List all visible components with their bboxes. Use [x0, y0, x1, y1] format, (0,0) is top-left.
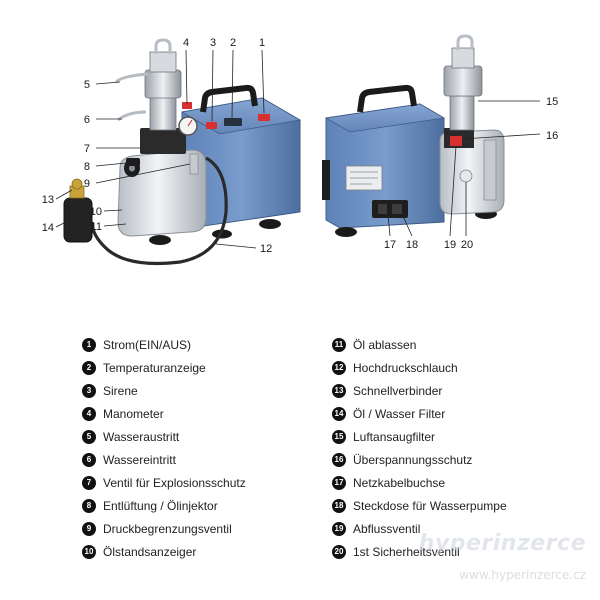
legend-number-badge: 6 [82, 453, 96, 468]
watermark-url: www.hyperinzerce.cz [459, 568, 586, 582]
legend-item-label: Öl ablassen [353, 337, 417, 352]
legend-item: 19 Abflussventil [332, 518, 572, 541]
legend-item-label: Entlüftung / Ölinjektor [103, 499, 218, 514]
legend-item: 7 Ventil für Explosionsschutz [82, 472, 322, 495]
front-view [63, 38, 302, 266]
legend-number-badge: 4 [82, 406, 96, 421]
legend-number-badge: 16 [332, 453, 346, 468]
legend-item-label: Abflussventil [353, 522, 421, 537]
legend-number-badge: 13 [332, 383, 346, 398]
legend-item-label: Temperaturanzeige [103, 360, 206, 375]
callout-numbers: 1 2 3 4 5 6 7 8 9 10 11 12 13 14 15 16 1… [42, 37, 559, 255]
legend-item: 12 Hochdruckschlauch [332, 356, 572, 379]
callout-16: 16 [546, 130, 558, 142]
legend-item: 13 Schnellverbinder [332, 379, 572, 402]
legend-item-label: Überspannungsschutz [353, 453, 473, 468]
callout-8: 8 [84, 161, 90, 173]
legend-number-badge: 2 [82, 360, 96, 375]
legend-item: 16 Überspannungsschutz [332, 448, 572, 471]
siren-button [206, 122, 217, 129]
legend-item: 3 Sirene [82, 379, 322, 402]
callout-7: 7 [84, 143, 90, 155]
legend-item-label: Sirene [103, 383, 138, 398]
callout-6: 6 [84, 114, 90, 126]
legend-item-label: Wassereintritt [103, 453, 176, 468]
callout-3: 3 [210, 37, 216, 49]
legend-number-badge: 19 [332, 522, 346, 537]
legend-item: 18 Steckdose für Wasserpumpe [332, 495, 572, 518]
legend-item: 14 Öl / Wasser Filter [332, 402, 572, 425]
watermark-logo: hyperinzerce [418, 531, 586, 556]
callout-11: 11 [91, 221, 102, 233]
callout-15: 15 [546, 96, 558, 108]
legend-item-label: Hochdruckschlauch [353, 360, 458, 375]
legend-number-badge: 11 [332, 337, 346, 352]
callout-1: 1 [259, 37, 265, 49]
legend-item: 8 Entlüftung / Ölinjektor [82, 495, 322, 518]
callout-5: 5 [84, 79, 90, 91]
legend-item-label: Luftansaugfilter [353, 429, 436, 444]
legend-item: 2 Temperaturanzeige [82, 356, 322, 379]
legend-column-right: 11 Öl ablassen 12 Hochdruckschlauch 13 Schn… [332, 333, 572, 564]
callout-4: 4 [183, 37, 189, 49]
legend-item: 10 Ölstandsanzeiger [82, 541, 322, 564]
legend-item-label: 1st Sicherheitsventil [353, 545, 460, 560]
legend-number-badge: 18 [332, 499, 346, 514]
legend-item: 11 Öl ablassen [332, 333, 572, 356]
legend-item-label: Strom(EIN/AUS) [103, 337, 192, 352]
legend-item-label: Wasseraustritt [103, 429, 180, 444]
callout-9: 9 [84, 178, 90, 190]
legend-number-badge: 12 [332, 360, 346, 375]
power-switch [258, 114, 270, 121]
legend-number-badge: 1 [82, 337, 96, 352]
callout-17: 17 [384, 239, 396, 251]
legend-number-badge: 10 [82, 545, 96, 560]
callout-10: 10 [90, 206, 102, 218]
legend-number-badge: 3 [82, 383, 96, 398]
legend-item: 5 Wasseraustritt [82, 425, 322, 448]
legend-item: 4 Manometer [82, 402, 322, 425]
legend-item: 6 Wassereintritt [82, 448, 322, 471]
legend-item-label: Druckbegrenzungsventil [103, 522, 232, 537]
legend-number-badge: 9 [82, 522, 96, 537]
callout-19: 19 [444, 239, 456, 251]
legend-number-badge: 5 [82, 429, 96, 444]
callout-20: 20 [461, 239, 473, 251]
legend-item: 17 Netzkabelbuchse [332, 472, 572, 495]
legend-item: 1 Strom(EIN/AUS) [82, 333, 322, 356]
legend-item-label: Ölstandsanzeiger [103, 545, 197, 560]
legend-item-label: Manometer [103, 406, 164, 421]
back-view [322, 34, 505, 237]
legend-item-label: Steckdose für Wasserpumpe [353, 499, 507, 514]
leader-lines [55, 49, 541, 249]
compressor-figure: 1 2 3 4 5 6 7 8 9 10 11 12 13 14 15 16 1… [42, 34, 559, 266]
legend-item-label: Netzkabelbuchse [353, 476, 446, 491]
legend-item: 9 Druckbegrenzungsventil [82, 518, 322, 541]
callout-2: 2 [230, 37, 236, 49]
legend-item-label: Öl / Wasser Filter [353, 406, 446, 421]
legend-item: 20 1st Sicherheitsventil [332, 541, 572, 564]
callout-13: 13 [42, 194, 54, 206]
legend-item-label: Ventil für Explosionsschutz [103, 476, 246, 491]
legend-number-badge: 20 [332, 545, 346, 560]
legend-number-badge: 7 [82, 476, 96, 491]
legend-number-badge: 17 [332, 476, 346, 491]
legend-item-label: Schnellverbinder [353, 383, 443, 398]
legend-number-badge: 8 [82, 499, 96, 514]
legend-number-badge: 15 [332, 429, 346, 444]
callout-12: 12 [260, 243, 272, 255]
legend-number-badge: 14 [332, 406, 346, 421]
callout-14: 14 [42, 222, 54, 234]
legend-column-left: 1 Strom(EIN/AUS) 2 Temperaturanzeige 3 Sire… [82, 333, 322, 564]
callout-18: 18 [406, 239, 418, 251]
legend-item: 15 Luftansaugfilter [332, 425, 572, 448]
